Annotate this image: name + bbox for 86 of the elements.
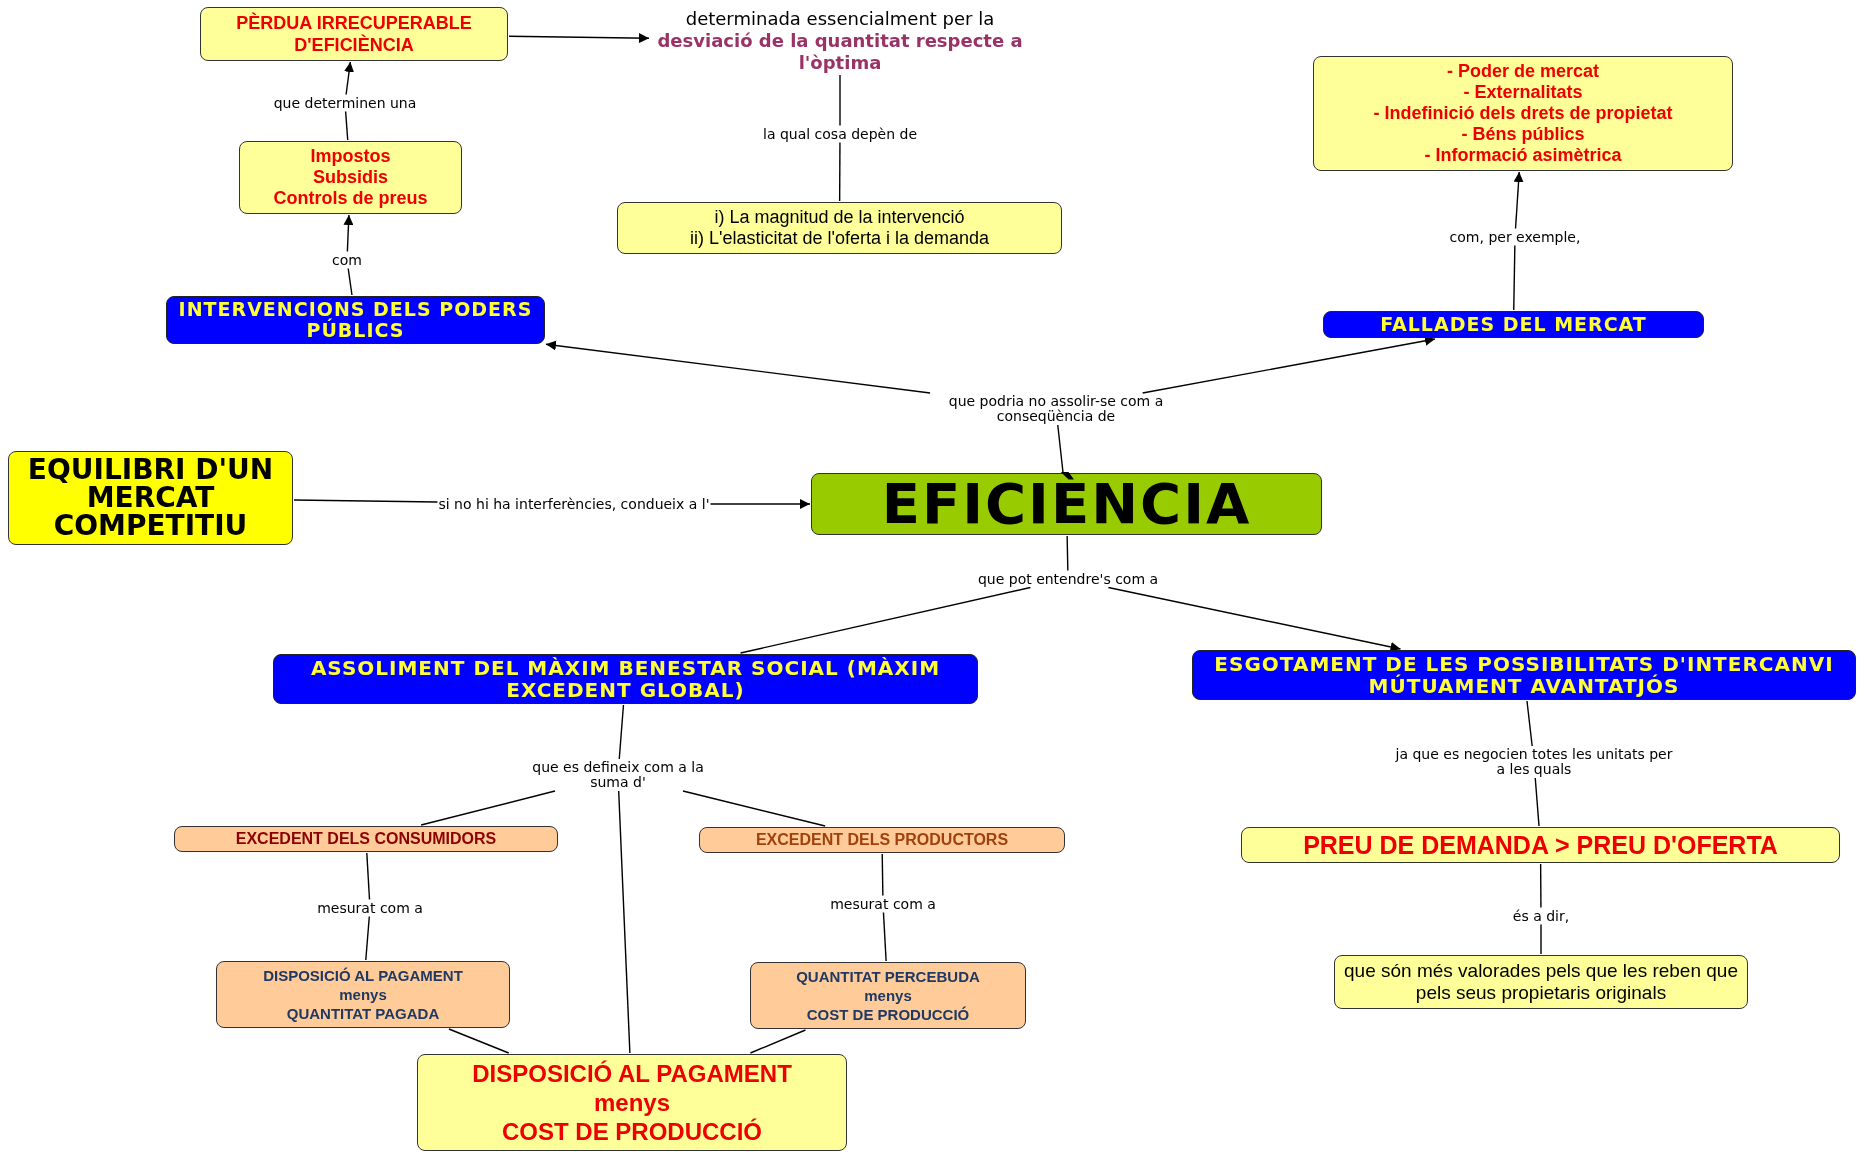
connector-line — [1539, 863, 1542, 909]
connector-line — [682, 790, 826, 827]
concept-text: DISPOSICIÓ AL PAGAMENT — [472, 1059, 792, 1088]
concept-box — [200, 7, 508, 61]
central-concept-box — [811, 473, 1322, 535]
arrow — [1107, 586, 1402, 652]
concept-box — [417, 1054, 847, 1151]
linking-phrase: la qual cosa depèn de — [763, 126, 917, 142]
concept-text: EQUILIBRI D'UN MERCAT COMPETITIU — [26, 456, 275, 540]
linking-phrase: que pot entendre's com a — [977, 571, 1159, 587]
concept-box — [699, 827, 1065, 853]
connector-line — [1540, 923, 1542, 955]
concept-text: Impostos — [310, 146, 391, 167]
arrow — [343, 214, 354, 253]
concept-text: determinada essencialment per la desviació de la quantitat respecte a l'òptima — [650, 8, 1030, 74]
connector-line — [1066, 535, 1069, 572]
concept-text: que són més valorades pels que les reben que pels seus propietaris originals — [1343, 960, 1739, 1004]
connector-line — [1057, 424, 1064, 473]
concept-text: ESGOTAMENT DE LES POSSIBILITATS D'INTERCANVI MÚTUAMENT AVANTATJÓS — [1213, 653, 1835, 697]
concept-box — [174, 826, 558, 852]
concept-box — [1192, 650, 1856, 700]
arrow — [1513, 171, 1524, 230]
linking-phrase: que determinen una — [273, 95, 417, 111]
concept-text: menys — [339, 985, 387, 1004]
concept-text: FALLADES DEL MERCAT — [1380, 314, 1647, 335]
connector-line — [749, 1029, 807, 1054]
connector-line — [618, 704, 625, 760]
concept-box — [617, 202, 1062, 254]
concept-box — [239, 141, 462, 214]
concept-box — [750, 962, 1026, 1029]
concept-text: PÈRDUA IRRECUPERABLE D'EFICIÈNCIA — [235, 12, 473, 56]
linking-phrase: si no hi ha interferències, condueix a l' — [438, 496, 710, 512]
concept-text: QUANTITAT PAGADA — [286, 1004, 440, 1023]
connector-line — [1534, 777, 1540, 827]
arrow — [545, 340, 931, 394]
concept-box — [1334, 955, 1748, 1009]
concept-text: - Externalitats — [1463, 82, 1583, 103]
concept-text: PREU DE DEMANDA > PREU D'OFERTA — [1303, 830, 1778, 860]
concept-text: Subsidis — [313, 167, 388, 188]
concept-text: menys — [864, 986, 912, 1005]
concept-text: QUANTITAT PERCEBUDA — [796, 967, 980, 986]
concept-box — [1241, 827, 1840, 863]
concept-box — [166, 296, 545, 344]
connector-line — [838, 141, 841, 202]
connector-line — [739, 586, 1032, 654]
concept-text: EXCEDENT DELS PRODUCTORS — [755, 830, 1009, 850]
concept-box — [1313, 56, 1733, 171]
connector-line — [881, 853, 884, 897]
concept-text: EFICIÈNCIA — [881, 474, 1252, 534]
linking-phrase: com, per exemple, — [1449, 229, 1581, 245]
arrow — [508, 33, 650, 44]
concept-text: ii) L'elasticitat de l'oferta i la demanda — [690, 228, 989, 249]
concept-text: menys — [593, 1088, 670, 1117]
concept-text: EXCEDENT DELS CONSUMIDORS — [235, 829, 497, 849]
arrow — [344, 61, 354, 96]
connector-line — [617, 790, 631, 1054]
connector-line — [420, 790, 556, 826]
arrow — [709, 499, 811, 509]
concept-text: i) La magnitud de la intervenció — [714, 207, 965, 228]
concept-text: - Informació asimètrica — [1424, 145, 1622, 166]
connector-line — [365, 915, 370, 961]
concept-text: COST DE PRODUCCIÓ — [502, 1117, 762, 1146]
concept-text: Controls de preus — [273, 188, 428, 209]
connector-line — [1526, 700, 1533, 747]
linking-phrase: mesurat com a — [830, 896, 936, 912]
linking-phrase: mesurat com a — [317, 900, 423, 916]
connector-line — [344, 110, 349, 141]
concept-box — [8, 451, 293, 545]
connector-line — [839, 74, 841, 127]
concept-box — [1323, 311, 1704, 338]
linking-phrase: és a dir, — [1512, 908, 1570, 924]
concept-box — [216, 961, 510, 1028]
concept-box — [273, 654, 978, 704]
connector-line — [1513, 244, 1516, 311]
concept-text: - Béns públics — [1461, 124, 1585, 145]
connector-line — [366, 852, 371, 901]
connector-line — [448, 1028, 510, 1054]
concept-text: - Indefinició dels drets de propietat — [1373, 103, 1673, 124]
connector-line — [347, 267, 353, 296]
concept-text: - Poder de mercat — [1446, 61, 1600, 82]
concept-text: INTERVENCIONS DELS PODERS PÚBLICS — [177, 299, 534, 341]
connector-line — [293, 499, 439, 503]
concept-text: ASSOLIMENT DEL MÀXIM BENESTAR SOCIAL (MÀXIM EXCEDENT GLOBAL) — [309, 657, 942, 701]
linking-phrase: ja que es negocien totes les unitats per a les quals — [1394, 747, 1674, 777]
concept-text: COST DE PRODUCCIÓ — [806, 1005, 970, 1024]
concept-text: DISPOSICIÓ AL PAGAMENT — [263, 966, 463, 985]
